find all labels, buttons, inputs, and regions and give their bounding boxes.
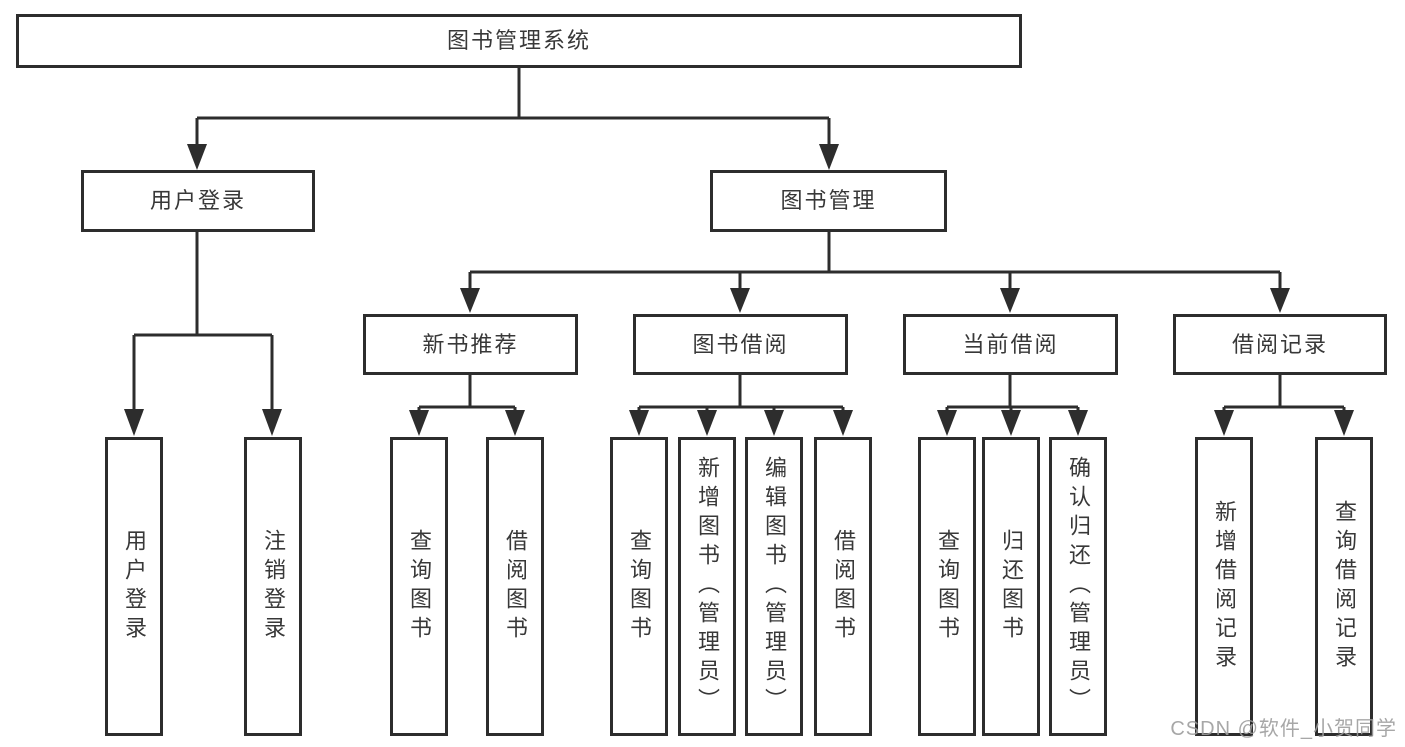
leaf-label: 确认归还（管理员） xyxy=(1066,456,1091,717)
leaf-label: 用户登录 xyxy=(122,528,147,645)
connector-book-management-branch xyxy=(460,232,1290,313)
node-label: 借阅记录 xyxy=(1231,331,1328,357)
connector-book-borrow xyxy=(629,375,853,436)
leaf-query-book-1: 查询图书 xyxy=(390,437,448,736)
node-book-management-branch: 图书管理 xyxy=(710,170,947,232)
connector-current-borrow xyxy=(937,375,1088,436)
leaf-query-borrow-record: 查询借阅记录 xyxy=(1315,437,1373,736)
leaf-label: 编辑图书（管理员） xyxy=(762,456,787,717)
node-current-borrow: 当前借阅 xyxy=(903,314,1118,375)
node-borrow-records: 借阅记录 xyxy=(1173,314,1387,375)
csdn-watermark: CSDN @软件_小贺同学 xyxy=(1170,718,1397,740)
leaf-label: 查询借阅记录 xyxy=(1332,499,1357,674)
leaf-label: 借阅图书 xyxy=(831,528,856,645)
leaf-label: 新增图书（管理员） xyxy=(695,456,720,717)
leaf-label: 归还图书 xyxy=(999,528,1024,645)
leaf-label: 借阅图书 xyxy=(503,528,528,645)
leaf-query-book-3: 查询图书 xyxy=(918,437,976,736)
node-label: 当前借阅 xyxy=(962,331,1059,357)
node-label: 用户登录 xyxy=(149,188,246,213)
leaf-borrow-book-2: 借阅图书 xyxy=(814,437,872,736)
node-label: 图书借阅 xyxy=(692,331,789,357)
leaf-label: 新增借阅记录 xyxy=(1212,499,1237,674)
node-book-management-system: 图书管理系统 xyxy=(16,14,1022,68)
leaf-add-book-admin: 新增图书（管理员） xyxy=(678,437,736,736)
leaf-return-book: 归还图书 xyxy=(982,437,1040,736)
leaf-add-borrow-record: 新增借阅记录 xyxy=(1195,437,1253,736)
node-new-book-recommend: 新书推荐 xyxy=(363,314,578,375)
connector-borrow-records xyxy=(1214,375,1354,436)
connector-new-book-recommend xyxy=(409,375,525,436)
leaf-logout: 注销登录 xyxy=(244,437,302,736)
leaf-user-login: 用户登录 xyxy=(105,437,163,736)
node-book-borrow: 图书借阅 xyxy=(633,314,848,375)
leaf-label: 注销登录 xyxy=(261,528,286,645)
node-label: 图书管理系统 xyxy=(446,28,591,53)
leaf-edit-book-admin: 编辑图书（管理员） xyxy=(745,437,803,736)
leaf-label: 查询图书 xyxy=(935,528,960,645)
leaf-label: 查询图书 xyxy=(627,528,652,645)
leaf-borrow-book-1: 借阅图书 xyxy=(486,437,544,736)
node-label: 新书推荐 xyxy=(422,331,519,357)
node-label: 图书管理 xyxy=(780,188,877,213)
leaf-confirm-return-admin: 确认归还（管理员） xyxy=(1049,437,1107,736)
leaf-query-book-2: 查询图书 xyxy=(610,437,668,736)
connector-user-login-branch xyxy=(124,232,282,436)
node-user-login-branch: 用户登录 xyxy=(81,170,315,232)
leaf-label: 查询图书 xyxy=(407,528,432,645)
connector-root-to-level2 xyxy=(187,68,839,170)
